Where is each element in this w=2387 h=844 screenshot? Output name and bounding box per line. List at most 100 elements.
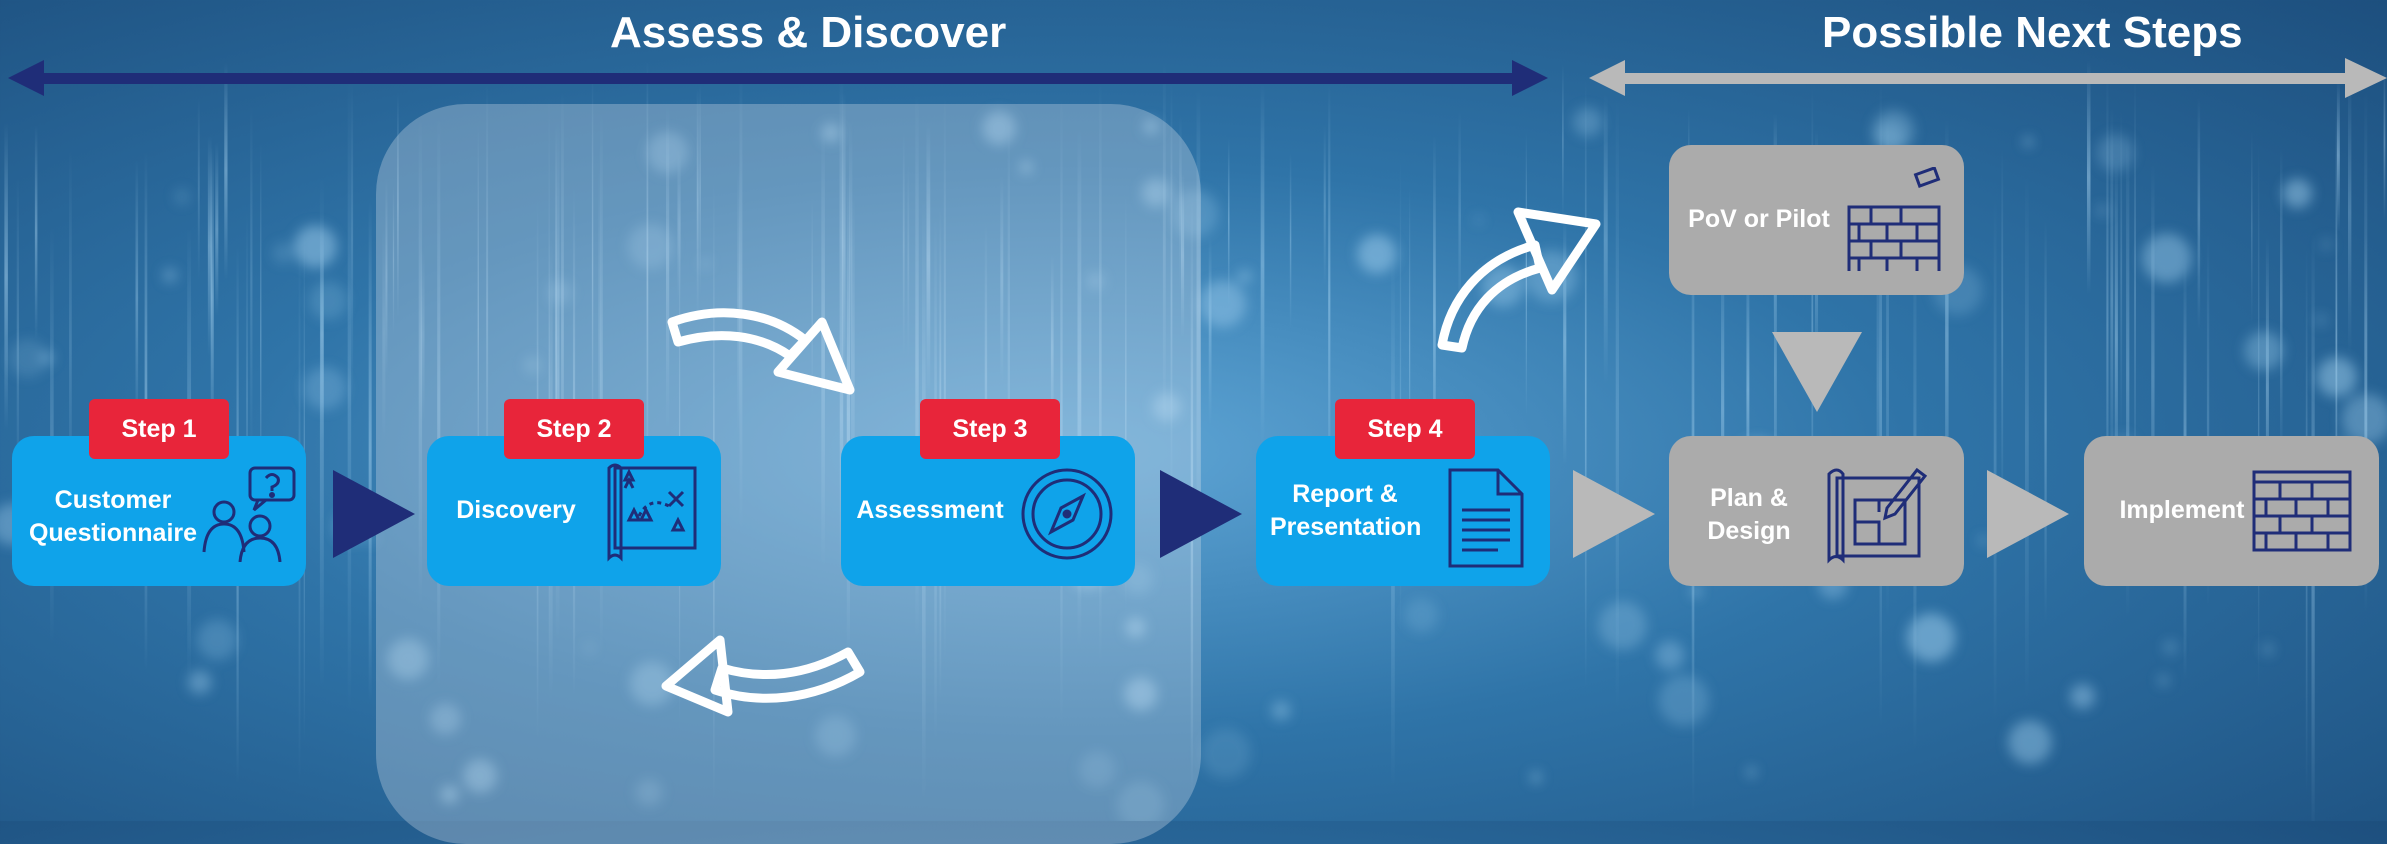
bokeh-dot <box>547 280 573 305</box>
bokeh-dot <box>2070 684 2095 709</box>
light-streak <box>851 191 855 544</box>
light-streak <box>1945 119 1949 550</box>
light-streak <box>418 119 423 607</box>
light-streak <box>2265 236 2269 539</box>
bokeh-dot <box>1152 392 1182 422</box>
light-streak <box>2364 90 2368 571</box>
light-streak <box>351 82 354 398</box>
light-streak <box>1260 84 1265 445</box>
light-streak <box>385 177 388 376</box>
bokeh-dot <box>2316 357 2357 397</box>
light-streak <box>4 122 8 431</box>
bokeh-dot <box>1238 270 1251 283</box>
light-streak <box>598 161 601 514</box>
light-streak <box>210 146 214 450</box>
bokeh-dot <box>2096 204 2110 217</box>
light-streak <box>224 62 228 280</box>
light-streak <box>69 148 72 548</box>
bokeh-dot <box>2163 640 2178 655</box>
light-streak <box>207 135 212 357</box>
step3-label: Assessment <box>856 496 1004 524</box>
light-streak <box>246 211 248 589</box>
step1-badge: Step 1 <box>89 399 229 459</box>
light-streak <box>50 226 54 645</box>
light-streak <box>1811 87 1814 564</box>
step1-label-line2: Questionnaire <box>28 519 198 547</box>
bokeh-dot <box>1658 675 1710 726</box>
bokeh-dot <box>2244 331 2284 371</box>
plan-design-label-line2: Design <box>1707 517 1791 545</box>
bokeh-dot <box>440 785 459 804</box>
bokeh-dot <box>309 281 348 321</box>
bokeh-dot <box>1404 598 1439 633</box>
bokeh-dot <box>1746 767 1757 777</box>
light-streak <box>1584 79 1587 689</box>
light-streak <box>1562 63 1564 218</box>
light-streak <box>902 132 905 357</box>
step4-label: Report & Presentation <box>1270 478 1421 544</box>
bokeh-dot <box>1573 107 1603 137</box>
light-streak <box>486 83 489 545</box>
light-streak <box>1170 83 1173 514</box>
bokeh-dot <box>2261 643 2275 656</box>
light-streak <box>1000 175 1004 384</box>
light-streak <box>1876 200 1880 565</box>
light-streak <box>2151 163 2155 591</box>
bokeh-dot <box>2314 313 2328 327</box>
assess-span-arrow <box>8 60 1548 96</box>
bokeh-dot <box>429 703 462 735</box>
people-question-icon <box>202 466 296 562</box>
bokeh-dot <box>815 715 856 757</box>
light-streak <box>215 142 219 317</box>
possible-next-steps-header: Possible Next Steps <box>1822 8 2243 57</box>
step2-label: Discovery <box>456 496 576 524</box>
light-streak <box>841 91 846 403</box>
loop-arrow-forward-icon <box>667 308 855 395</box>
light-streak <box>1746 246 1750 534</box>
light-streak <box>1773 165 1777 580</box>
loop-arrow-back-icon <box>661 635 865 717</box>
bokeh-dot <box>2282 178 2313 209</box>
bokeh-dot <box>1143 118 1159 135</box>
light-streak <box>2106 70 2109 582</box>
light-streak <box>907 163 910 360</box>
light-streak <box>1077 127 1082 647</box>
bokeh-dot <box>188 670 212 695</box>
bokeh-dot <box>1171 189 1219 238</box>
step2-badge: Step 2 <box>504 399 644 459</box>
light-streak <box>915 94 919 640</box>
bokeh-dot <box>701 259 710 268</box>
light-streak <box>420 247 425 423</box>
step2-box: Discovery <box>427 436 721 586</box>
light-streak <box>1433 135 1436 506</box>
light-streak <box>2044 219 2047 623</box>
bokeh-dot <box>1598 601 1647 650</box>
light-streak <box>2001 147 2004 524</box>
light-streak <box>437 118 441 689</box>
light-streak <box>2134 77 2136 512</box>
step1-to-step2-arrow <box>333 470 415 558</box>
light-streak <box>599 111 603 652</box>
bokeh-dot <box>1141 178 1171 208</box>
bokeh-dot <box>1199 280 1247 328</box>
step3-to-step4-arrow <box>1160 470 1242 558</box>
bokeh-dot <box>583 641 596 655</box>
light-streak <box>2336 79 2340 232</box>
bokeh-dot <box>629 661 674 706</box>
bokeh-dot <box>2008 720 2052 764</box>
light-streak <box>2280 147 2283 461</box>
bokeh-dot <box>1690 586 1702 598</box>
bokeh-dot <box>2157 675 2169 687</box>
bokeh-dot <box>1978 535 1988 546</box>
light-streak <box>1289 152 1292 329</box>
step4-badge: Step 4 <box>1335 399 1475 459</box>
bokeh-dot <box>1020 160 1033 174</box>
bokeh-dot <box>1125 617 1146 638</box>
plan-to-implement-arrow <box>1987 470 2069 558</box>
light-streak <box>320 229 324 439</box>
light-streak <box>1181 172 1185 338</box>
light-streak <box>1563 217 1567 465</box>
light-streak <box>696 88 699 317</box>
light-streak <box>2110 107 2114 493</box>
assess-discover-header: Assess & Discover <box>610 8 1007 57</box>
